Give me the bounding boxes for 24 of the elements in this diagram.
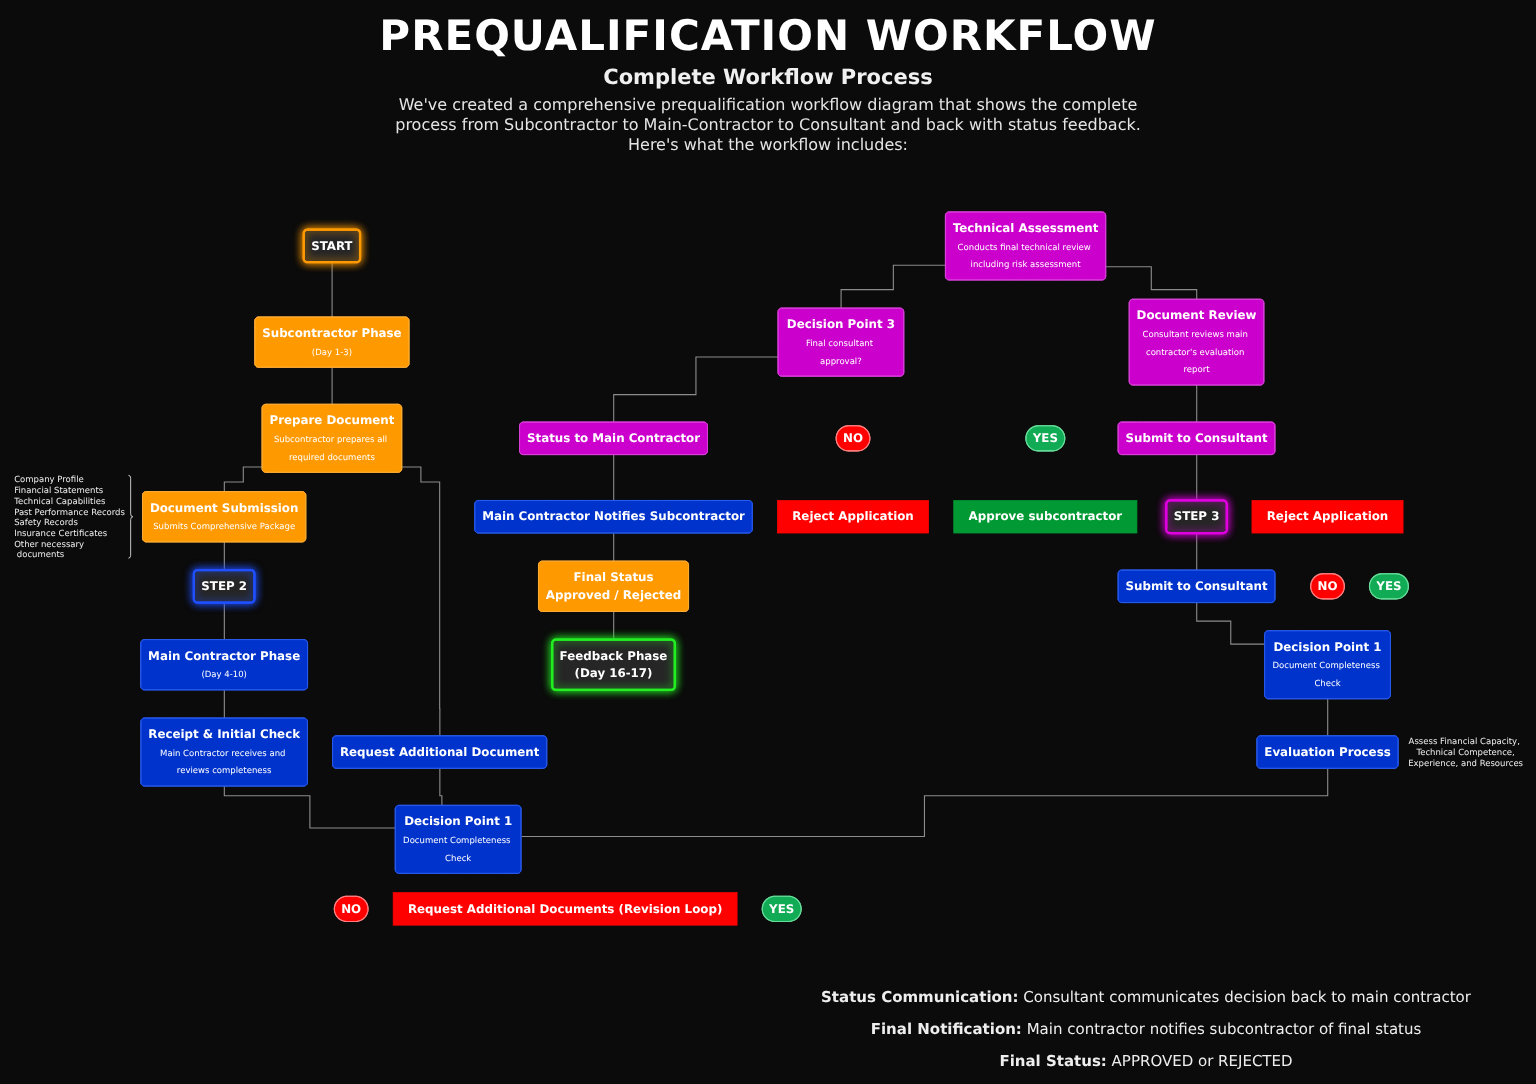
connector [439, 767, 445, 806]
connector [840, 264, 947, 309]
connector [1196, 453, 1198, 501]
connector [401, 465, 441, 737]
connector [223, 465, 263, 492]
connector [1327, 698, 1329, 737]
title: PREQUALIFICATION WORKFLOW [379, 16, 1157, 58]
connector [613, 453, 615, 501]
connector [223, 785, 397, 828]
connector [1196, 532, 1198, 571]
connector [223, 541, 226, 571]
description-text: We've created a comprehensive prequalification workflow diagram that shows the complete process from Subcontractor to Main-Contractor to Consultant and back with status feedback. Here's what the workflow includes: [393, 96, 1143, 156]
connector [613, 610, 615, 640]
subtitle: Complete Workflow Process [603, 68, 933, 89]
connector [1105, 265, 1198, 300]
connector [223, 689, 226, 719]
connector [331, 261, 333, 318]
connector [613, 532, 615, 562]
connector [331, 366, 333, 405]
connector [613, 355, 779, 423]
connector [1196, 384, 1198, 423]
connector [1196, 601, 1266, 645]
connector [520, 767, 1329, 837]
connector [223, 601, 226, 640]
